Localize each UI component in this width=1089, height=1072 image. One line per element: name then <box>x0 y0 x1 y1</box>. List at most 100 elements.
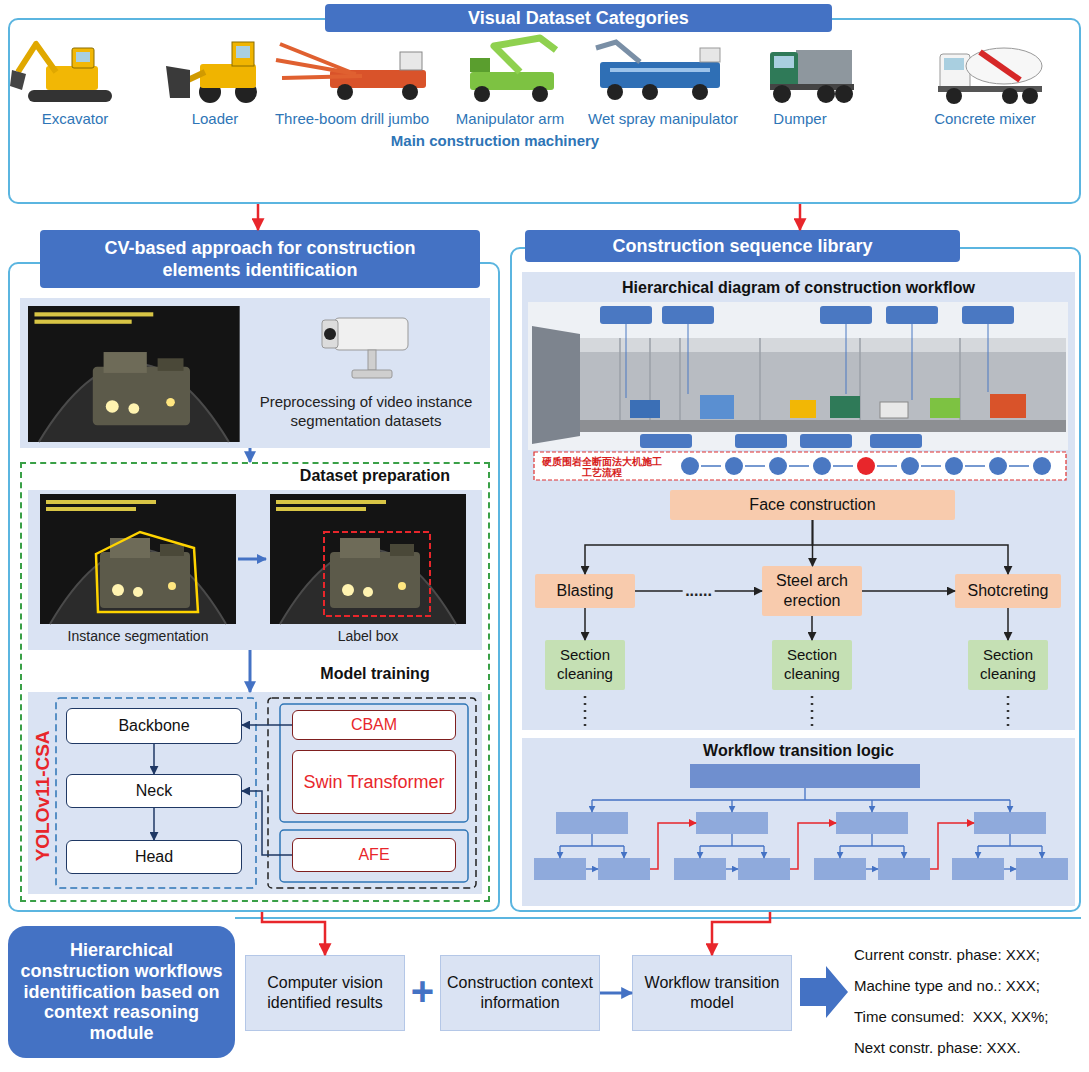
transition-tree <box>974 812 1046 834</box>
text-area: Current constr. phase: XXX; <box>852 942 1081 968</box>
box-label: Backbone <box>118 716 189 736</box>
text-area: Model training <box>280 662 470 686</box>
loader-icon <box>166 42 257 103</box>
text-area: Hierarchical construction workflows iden… <box>8 926 235 1058</box>
plus-sign: + <box>411 971 434 1011</box>
output-line: Current constr. phase: XXX; <box>854 946 1040 965</box>
text-area: Excavator <box>20 108 130 130</box>
connector-arrow <box>249 448 252 462</box>
text-area: Workflow transition logic <box>530 740 1067 762</box>
loader-icon <box>232 42 254 66</box>
arrow-between-photos <box>238 558 266 561</box>
transition-tree <box>836 812 908 834</box>
connector-arrow <box>585 520 813 574</box>
text-area: Backbone <box>67 709 241 743</box>
transition-tree <box>731 800 732 812</box>
text-area: YOLOv11-CSA <box>30 702 54 890</box>
process-box: Steel arch erection <box>762 566 862 616</box>
dumper-icon <box>774 56 794 68</box>
excavator-icon <box>10 70 26 90</box>
text-area: Dataset preparation <box>280 465 470 487</box>
model-outline <box>280 830 468 882</box>
surveillance-photo <box>28 306 240 442</box>
transition-tree <box>871 800 872 812</box>
segmentation-photo <box>96 532 198 612</box>
concrete-mixer-icon <box>1022 88 1038 104</box>
attention-module: CBAM <box>292 710 456 740</box>
transition-tree <box>592 788 1010 800</box>
text-area: Loader <box>165 108 265 130</box>
bottom-band-line <box>235 918 1081 919</box>
box-label: Head <box>135 847 173 867</box>
camera-icon <box>322 318 408 378</box>
transition-tree <box>690 764 920 788</box>
connector-arrow <box>812 520 814 566</box>
output-arrow <box>800 966 848 1018</box>
box-label: Neck <box>136 781 172 801</box>
excavator-icon <box>18 44 56 72</box>
tunnel-illustration <box>620 338 960 420</box>
text-area: Blasting <box>535 574 635 608</box>
dumper-icon <box>773 85 791 103</box>
model-name: YOLOv11-CSA <box>30 731 54 862</box>
text-area: AFE <box>293 839 455 871</box>
machine-name: Manipulator arm <box>456 110 564 129</box>
transition-tree <box>977 846 978 858</box>
drill-jumbo-icon <box>276 44 426 100</box>
text-area: Shotcreting <box>955 574 1061 608</box>
progress-dots <box>585 696 1008 726</box>
camera-icon <box>352 370 392 378</box>
box-label: CBAM <box>351 715 397 735</box>
transition-tree <box>591 800 592 812</box>
text-area: Computer vision identified results <box>246 956 404 1030</box>
tunnel-illustration <box>790 400 816 418</box>
model-outline <box>268 698 476 888</box>
box-label: Blasting <box>557 581 614 601</box>
concrete-mixer-icon <box>980 52 1020 80</box>
transition-tree <box>534 764 1068 880</box>
network-block: Backbone <box>66 708 242 744</box>
sequence-panel: Face constructionBlastingSteel arch erec… <box>510 230 1081 912</box>
input-box: Computer vision identified results <box>245 955 405 1031</box>
loader-icon <box>199 81 221 103</box>
dumper-icon <box>770 84 854 90</box>
dataset-preparation-box: Instance segmentationLabel boxBackboneNe… <box>20 462 490 902</box>
connector-arrow <box>262 912 325 955</box>
feature-module: AFE <box>292 838 456 872</box>
transition-tree <box>650 823 696 869</box>
box-label: Computer vision identified results <box>251 973 399 1013</box>
attention-module: Swin Transformer <box>292 750 456 814</box>
text-area: Time consumed: XXX, XX%; <box>852 1004 1081 1030</box>
drill-jumbo-icon <box>276 60 356 74</box>
module-box: Hierarchical construction workflows iden… <box>8 926 235 1058</box>
box-label: Section cleaning <box>777 646 847 684</box>
model-outline <box>280 704 468 822</box>
connector-arrow <box>242 724 292 726</box>
text-area: Manipulator arm <box>447 108 573 130</box>
wet-spray-icon <box>642 84 658 100</box>
tunnel-illustration <box>528 302 1068 480</box>
wet-spray-icon <box>596 42 720 100</box>
loader-icon <box>235 81 257 103</box>
text-area: Head <box>67 841 241 873</box>
box-label: Hierarchical construction workflows iden… <box>13 940 230 1043</box>
wet-spray-icon <box>610 68 710 72</box>
connector-arrow <box>249 650 252 692</box>
drill-jumbo-icon <box>337 84 353 100</box>
section-heading: Dataset preparation <box>300 466 450 486</box>
camera-icon <box>368 350 376 370</box>
transition-tree <box>650 823 974 869</box>
section-heading: Workflow transition logic <box>703 741 894 761</box>
connector-arrow <box>153 808 155 840</box>
machine-name: Loader <box>192 110 239 129</box>
wet-spray-icon <box>600 62 720 88</box>
text-area: ...... <box>682 581 715 600</box>
transition-tree <box>726 868 738 869</box>
box-label: Swin Transformer <box>303 771 444 794</box>
transition-tree <box>559 846 560 858</box>
workflow-diagram-area: Face constructionBlastingSteel arch erec… <box>522 272 1075 730</box>
output-line: Time consumed: XXX, XX%; <box>854 1008 1049 1027</box>
